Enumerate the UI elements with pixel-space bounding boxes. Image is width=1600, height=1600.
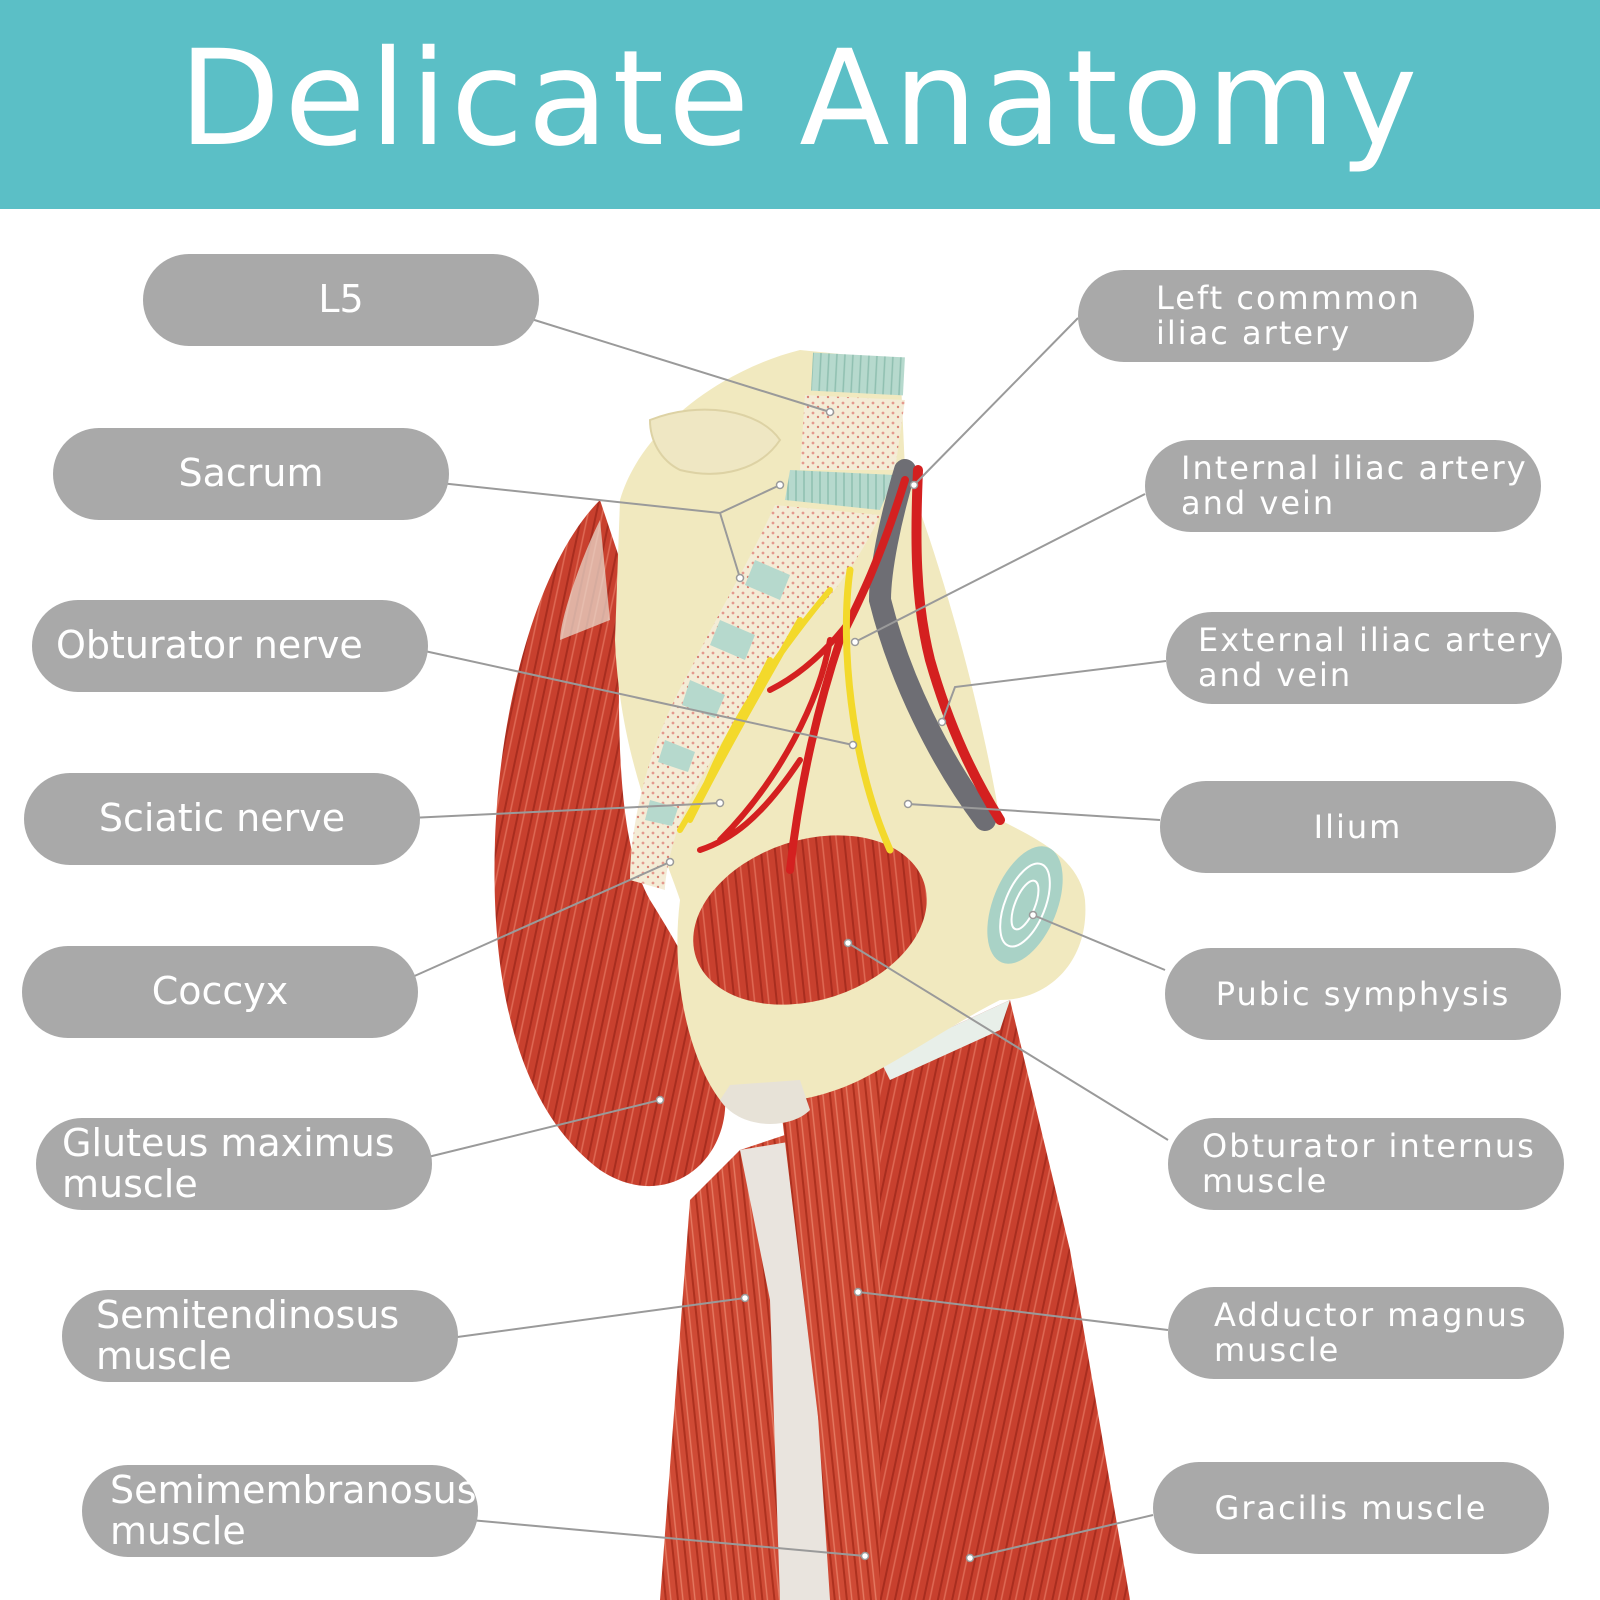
page-title: Delicate Anatomy [178, 21, 1422, 176]
label-ilium: Ilium [1160, 781, 1556, 873]
label-sciatic-nerve: Sciatic nerve [24, 773, 420, 865]
label-external-iliac-artery-and-vein: External iliac artery and vein [1166, 612, 1562, 704]
label-obturator-nerve: Obturator nerve [32, 600, 428, 692]
iliac-vessels [697, 459, 1005, 874]
label-gluteus-maximus: Gluteus maximus muscle [36, 1118, 432, 1210]
label-left-common-iliac-artery: Left commmon iliac artery [1078, 270, 1474, 362]
label-obturator-internus-muscle: Obturator internus muscle [1168, 1118, 1564, 1210]
pelvic-nerves [677, 566, 894, 854]
label-l5: L5 [143, 254, 539, 346]
leader-lines [409, 317, 1169, 1559]
label-gracilis-muscle: Gracilis muscle [1153, 1462, 1549, 1554]
label-internal-iliac-artery-and-vein: Internal iliac artery and vein [1145, 440, 1541, 532]
pubic-symphysis-cartilage [987, 846, 1063, 964]
gluteus-maximus-muscle [494, 500, 726, 1187]
leader-dots [655, 407, 1038, 1563]
header-banner: Delicate Anatomy [0, 0, 1600, 209]
label-sacrum: Sacrum [53, 428, 449, 520]
label-pubic-symphysis: Pubic symphysis [1165, 948, 1561, 1040]
obturator-internus-muscle [693, 835, 927, 1005]
thigh-muscles [660, 1000, 1130, 1600]
label-adductor-magnus-muscle: Adductor magnus muscle [1168, 1287, 1564, 1379]
label-semitendinosus: Semitendinosus muscle [62, 1290, 458, 1382]
label-coccyx: Coccyx [22, 946, 418, 1038]
label-semimembranosus: Semimembranosus muscle [82, 1465, 478, 1557]
